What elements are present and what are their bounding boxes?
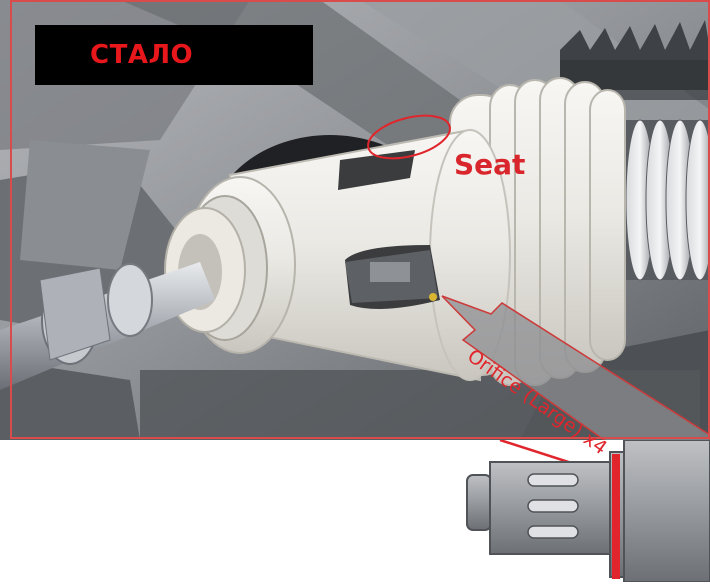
badge-label: СТАЛО bbox=[90, 40, 194, 70]
valve-inset-diagram bbox=[0, 438, 710, 583]
seat-label: Seat bbox=[454, 148, 526, 181]
valve-render-scene: СТАЛО Seat Orifice (Large) x4 bbox=[0, 0, 710, 516]
status-badge: СТАЛО bbox=[35, 25, 313, 85]
valve-side-view bbox=[466, 438, 710, 583]
valve-illustration bbox=[0, 0, 710, 516]
